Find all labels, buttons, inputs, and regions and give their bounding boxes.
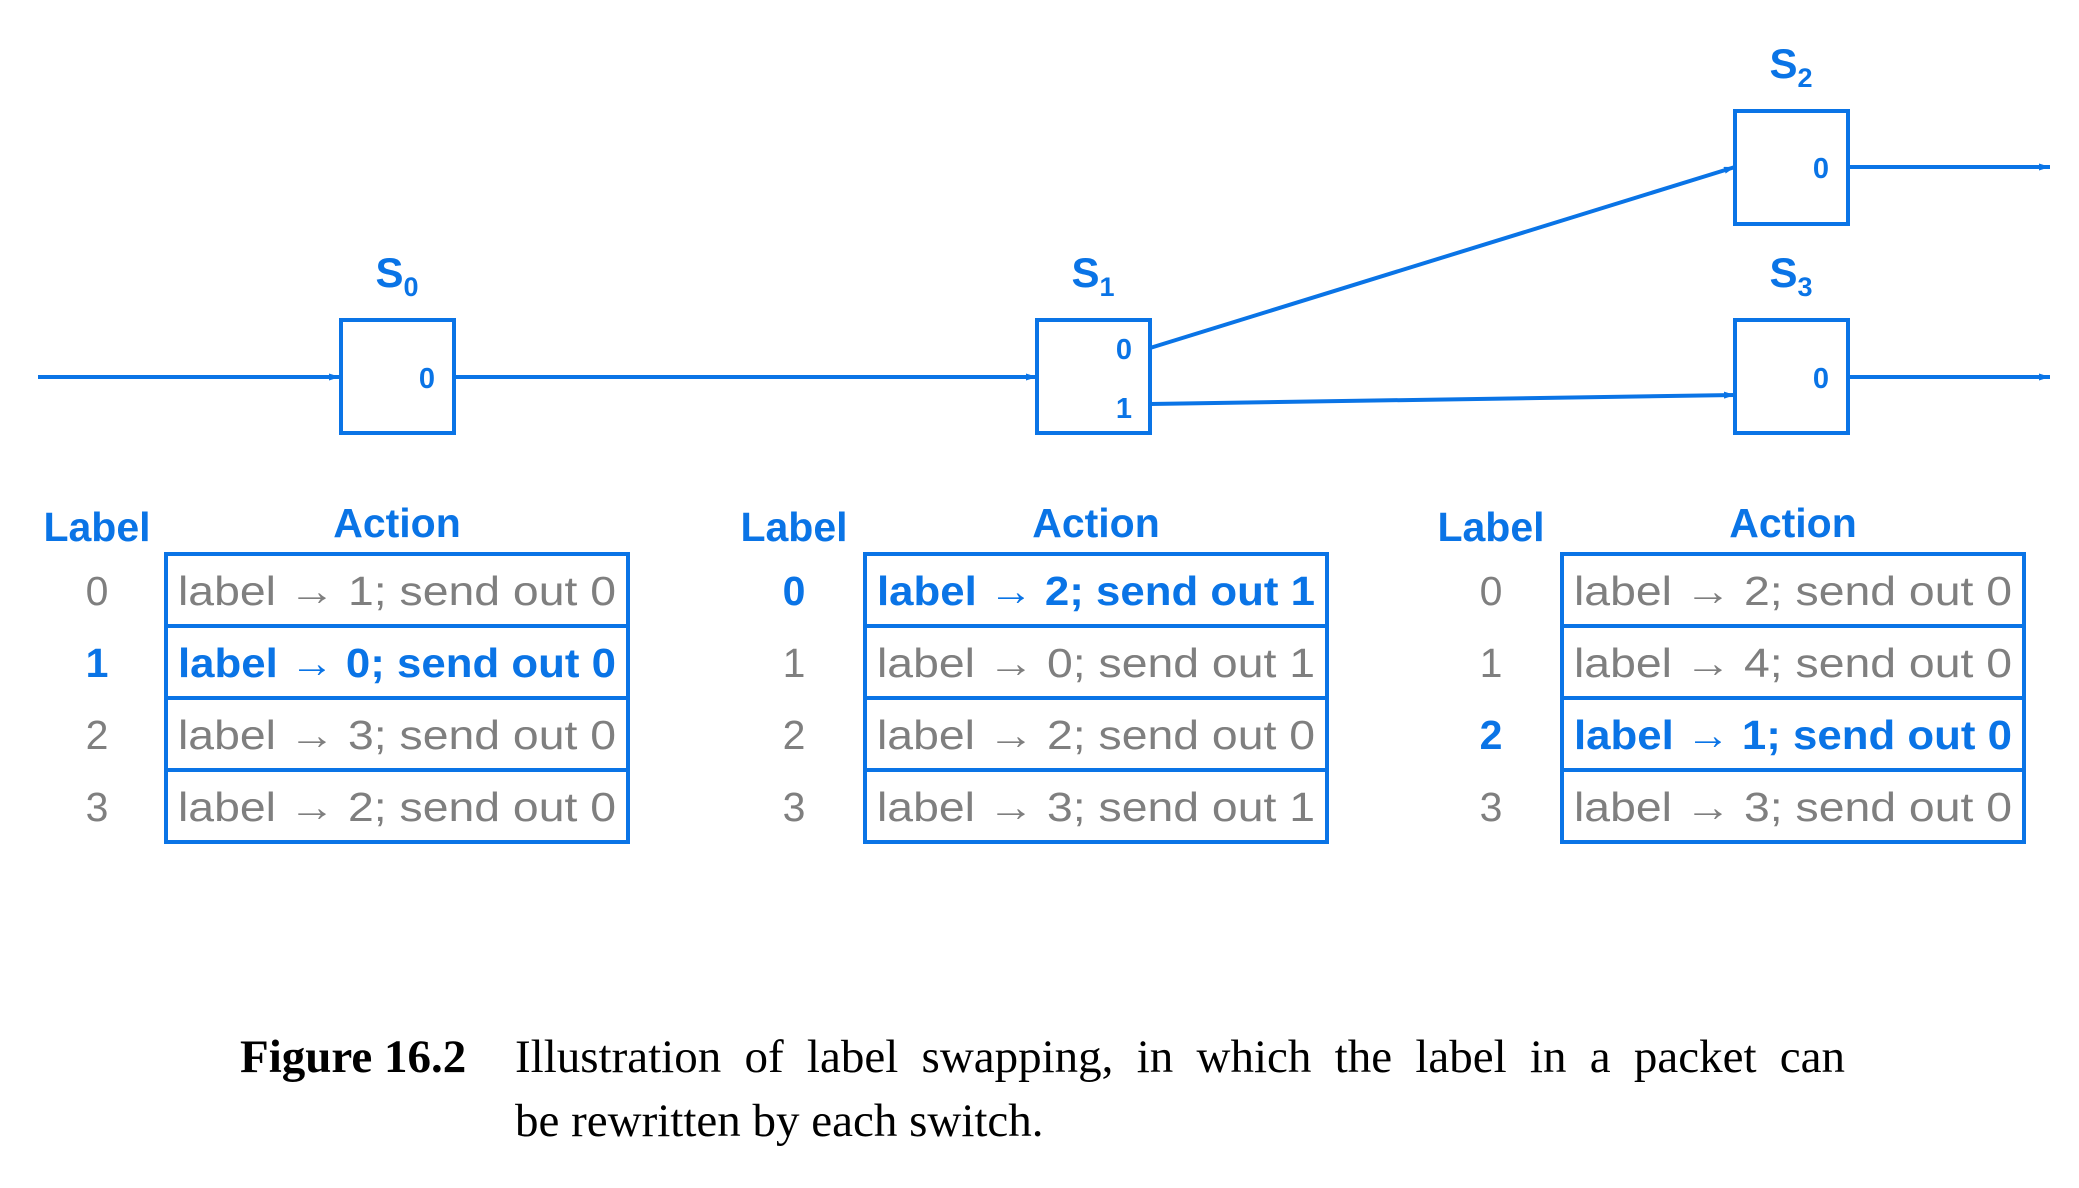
switch-s2-port-0: 0 <box>1813 153 1829 185</box>
table-s3-label-header: Label <box>1437 504 1544 550</box>
table-s0-action-header: Action <box>333 500 461 546</box>
table-s0-row-3-label: 3 <box>86 784 109 830</box>
switch-s3-port-0: 0 <box>1813 363 1829 395</box>
table-s3-row-2-label: 2 <box>1480 712 1503 758</box>
table-s3-row-0-cell <box>1560 552 2026 628</box>
table-s1-row-0-label: 0 <box>783 568 806 614</box>
table-s1-row-3-action: label → 3; send out 1 <box>877 784 1315 830</box>
table-s0-row-3-cell <box>164 768 630 844</box>
figure-number: Figure 16.2 <box>240 1031 467 1083</box>
table-s1-row-0-action: label → 2; send out 1 <box>877 568 1315 614</box>
caption-line-1: Illustration of label swapping, in which… <box>515 1031 1845 1083</box>
table-s3-row-2-cell <box>1560 696 2026 772</box>
switch-s1-port-0: 0 <box>1116 334 1132 366</box>
table-s0-row-2-cell <box>164 696 630 772</box>
table-s1-row-1-cell <box>863 624 1329 700</box>
table-s1-row-2-cell <box>863 696 1329 772</box>
caption-text: Illustration of label swapping, in which… <box>515 1025 1845 1153</box>
table-s0-row-1-action: label → 0; send out 0 <box>178 640 616 686</box>
table-s1-label-header: Label <box>740 504 847 550</box>
table-s3-row-0-label: 0 <box>1480 568 1503 614</box>
label-swapping-diagram: S0 S1 S2 S3 0 0 1 0 0 Label Action 0 label … <box>38 40 2050 844</box>
switch-s1-port-1: 1 <box>1116 393 1132 425</box>
switch-s1-name: S1 <box>1071 249 1114 302</box>
table-s1-row-3-label: 3 <box>783 784 806 830</box>
table-s3-row-1-label: 1 <box>1480 640 1503 686</box>
link-s1-s2 <box>1149 165 1736 350</box>
table-s1-row-2-label: 2 <box>783 712 806 758</box>
table-s1-row-0-cell <box>863 552 1329 628</box>
switch-s0-name: S0 <box>375 249 418 302</box>
table-s3-row-0-action: label → 2; send out 0 <box>1574 568 2012 614</box>
table-s1-action-header: Action <box>1032 500 1160 546</box>
figure-caption: Figure 16.2 Illustration of label swappin… <box>240 1025 1860 1153</box>
caption-line-2: be rewritten by each switch. <box>515 1095 1044 1147</box>
switch-s2-name: S2 <box>1769 40 1812 93</box>
switch-s2-box <box>1733 109 1850 226</box>
table-s1-row-3-cell <box>863 768 1329 844</box>
switch-s0-port-0: 0 <box>419 363 435 395</box>
table-s0-row-0-cell <box>164 552 630 628</box>
table-s3-row-3-action: label → 3; send out 0 <box>1574 784 2012 830</box>
table-s1-row-2-action: label → 2; send out 0 <box>877 712 1315 758</box>
switch-s3-name: S3 <box>1769 249 1812 302</box>
switch-s1-box <box>1035 318 1152 435</box>
table-s1-row-1-action: label → 0; send out 1 <box>877 640 1315 686</box>
table-s3-row-3-label: 3 <box>1480 784 1503 830</box>
switch-s3-box <box>1733 318 1850 435</box>
table-s3-row-1-action: label → 4; send out 0 <box>1574 640 2012 686</box>
switch-s0-box <box>339 318 456 435</box>
table-s0-row-0-label: 0 <box>86 568 109 614</box>
table-s3-row-1-cell <box>1560 624 2026 700</box>
table-s0-row-1-label: 1 <box>86 640 109 686</box>
table-s0-row-3-action: label → 2; send out 0 <box>178 784 616 830</box>
table-s0-row-0-action: label → 1; send out 0 <box>178 568 616 614</box>
table-s3-action-header: Action <box>1729 500 1857 546</box>
table-s1-row-1-label: 1 <box>783 640 806 686</box>
table-s3-row-3-cell <box>1560 768 2026 844</box>
forwarding-tables: Label Action 0 label → 1; send out 0 1 label … <box>43 500 2026 844</box>
table-s0-row-2-label: 2 <box>86 712 109 758</box>
table-s0-row-2-action: label → 3; send out 0 <box>178 712 616 758</box>
table-s0-label-header: Label <box>43 504 150 550</box>
table-s3-row-2-action: label → 1; send out 0 <box>1574 712 2012 758</box>
link-s1-s3 <box>1149 391 1736 406</box>
